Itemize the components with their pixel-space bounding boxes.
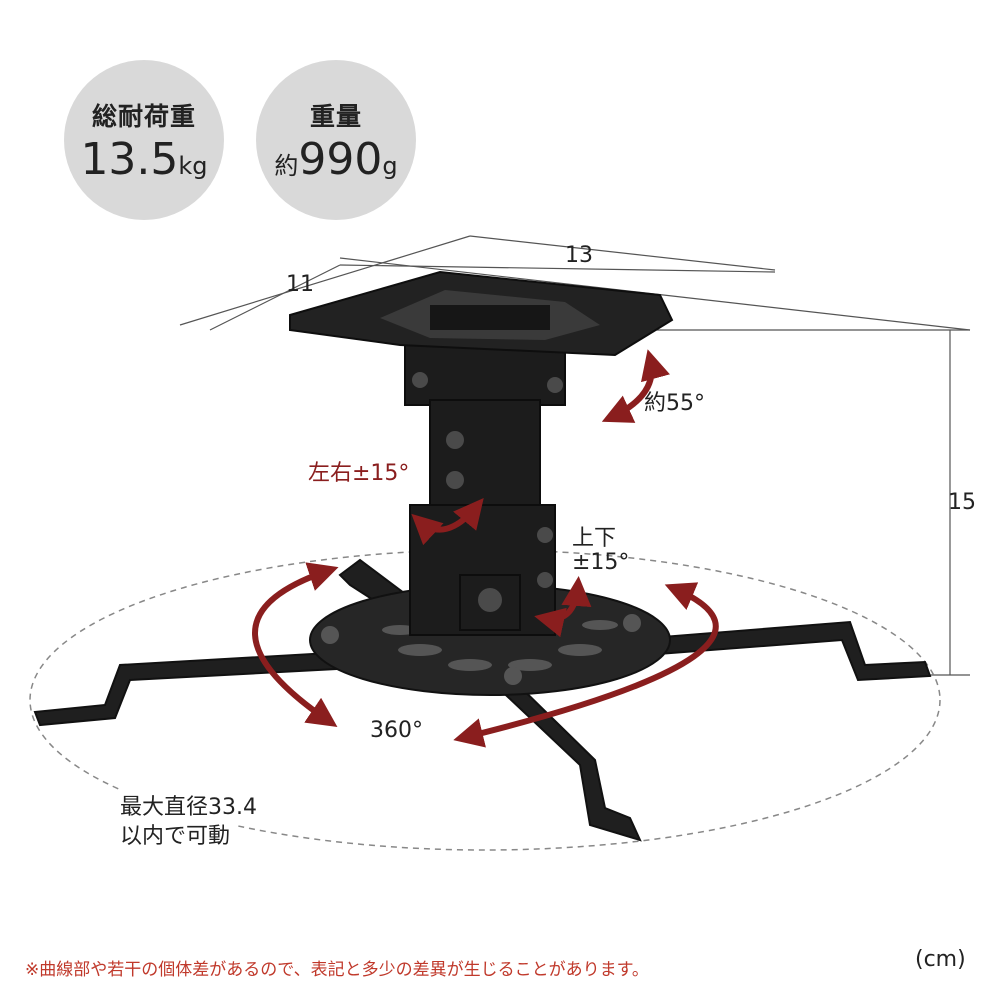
left-right-angle-label: 左右±15°: [308, 461, 410, 486]
rotation-range-ellipse: [29, 549, 941, 851]
badge-weight-label: 重量: [309, 101, 362, 131]
dimension-width: 13: [565, 243, 593, 268]
unit-label: (cm): [915, 947, 966, 972]
tilt-arrow: [601, 349, 670, 423]
badge-total-load-value: 13.5kg: [80, 133, 208, 185]
left-right-arrow: [411, 498, 484, 546]
dimension-lines: [179, 235, 971, 676]
adjustment-arrows: [252, 349, 719, 748]
up-down-angle-label: ±15°: [572, 550, 630, 575]
tilt-angle-label: 約55°: [644, 391, 705, 416]
badge-weight: 重量 約990g: [256, 60, 416, 220]
dimension-height: 15: [948, 490, 976, 515]
badge-weight-value: 約990g: [274, 133, 398, 185]
disclaimer-note: ※曲線部や若干の個体差があるので、表記と多少の差異が生じることがあります。: [25, 960, 649, 980]
max-diameter-label: 最大直径33.4: [120, 789, 261, 821]
badge-total-load-label: 総耐荷重: [91, 101, 196, 131]
rotation-arrow-right: [453, 582, 719, 748]
movable-range-label: 以内で可動: [120, 818, 235, 850]
badge-total-load: 総耐荷重 13.5kg: [64, 60, 224, 220]
up-down-label: 上下: [572, 526, 617, 551]
dimension-depth: 11: [286, 272, 314, 297]
rotation-angle-label: 360°: [370, 718, 423, 743]
rotation-arrow-left: [252, 562, 339, 728]
